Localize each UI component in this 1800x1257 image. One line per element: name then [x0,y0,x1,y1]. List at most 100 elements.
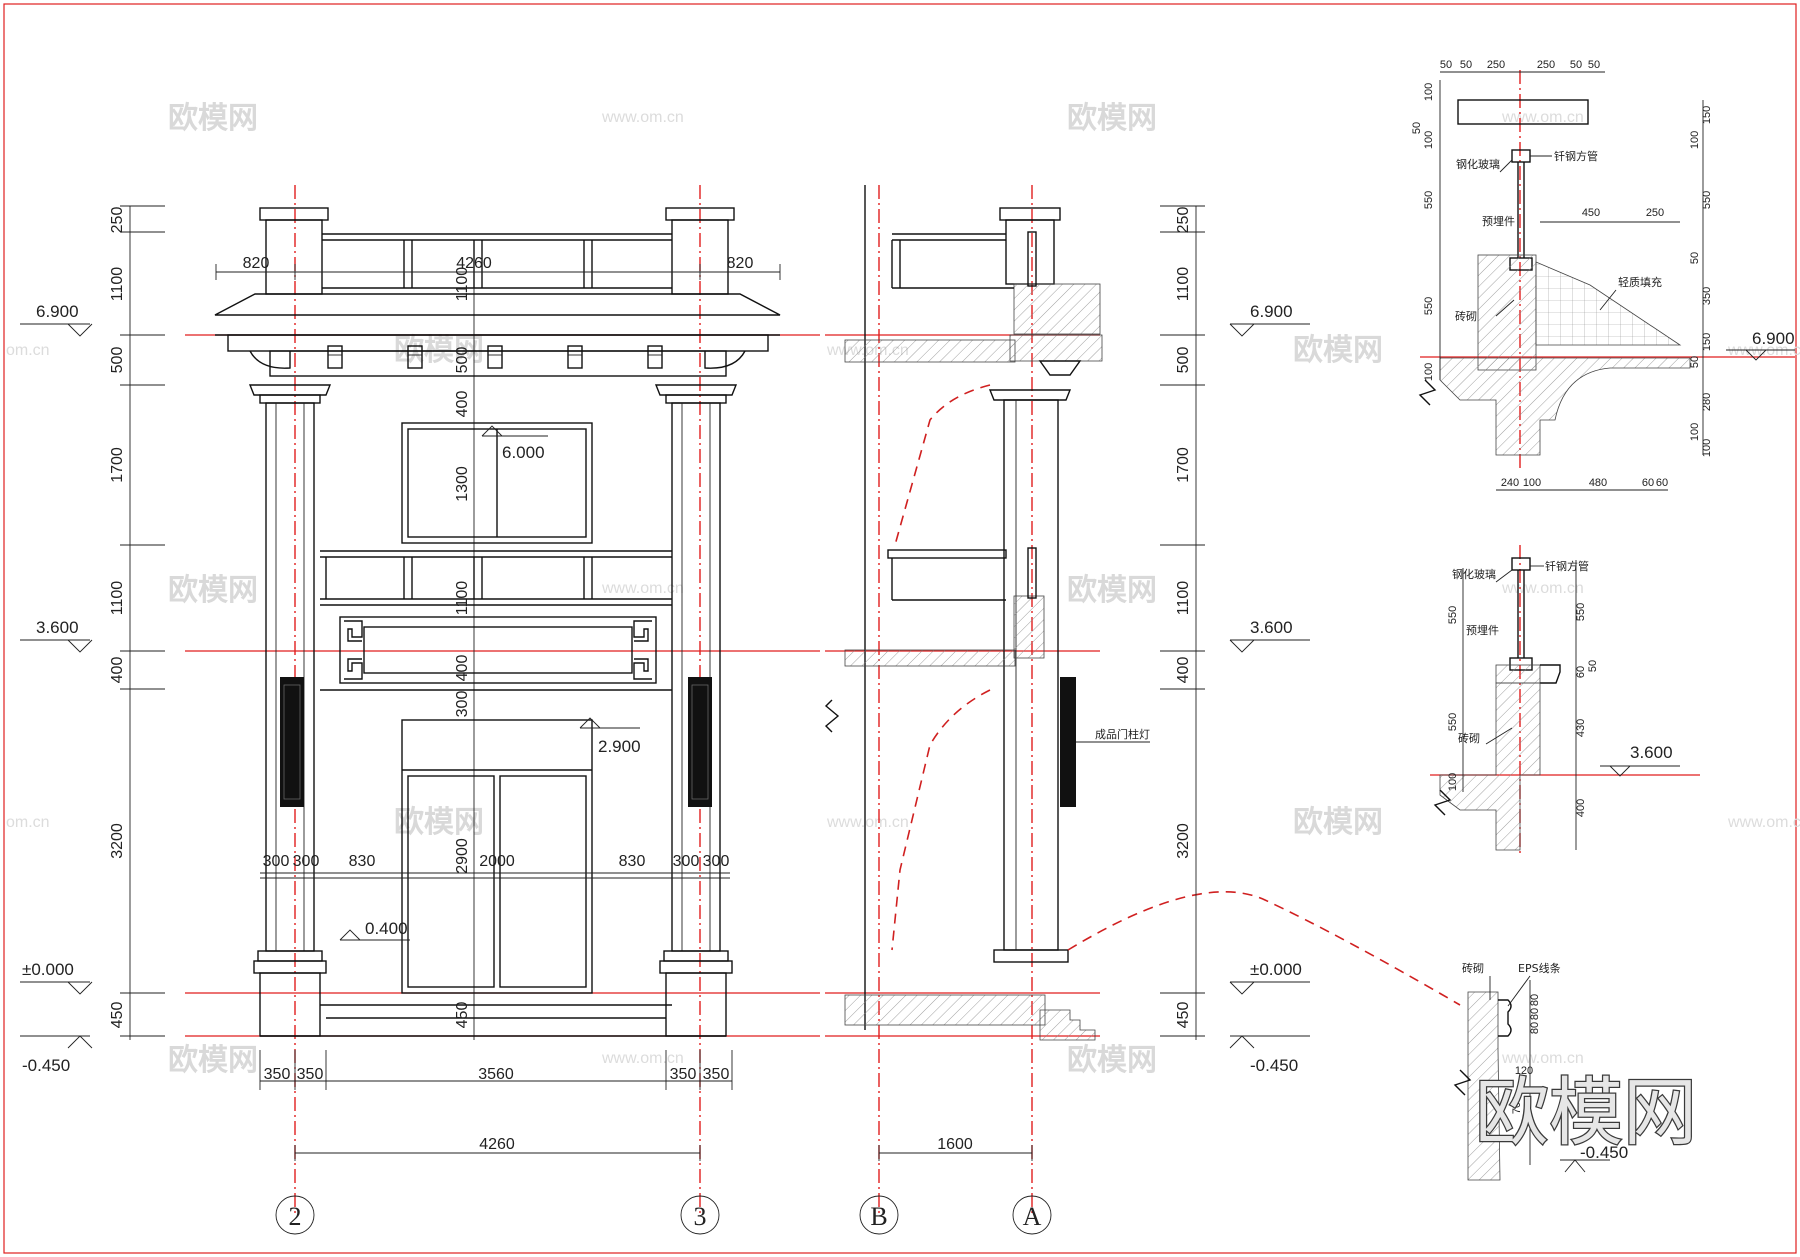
svg-text:钢化玻璃: 钢化玻璃 [1456,157,1500,171]
svg-text:100: 100 [1701,439,1713,457]
svg-text:EPS线条: EPS线条 [1518,961,1561,975]
svg-text:3.600: 3.600 [36,618,79,637]
svg-text:280: 280 [1701,393,1713,411]
watermark-logo: 欧模网 [168,573,258,608]
svg-text:400: 400 [454,391,471,418]
svg-text:1100: 1100 [109,581,126,616]
svg-text:3200: 3200 [109,823,126,859]
svg-text:预埋件: 预埋件 [1466,624,1499,637]
svg-text:60: 60 [1656,477,1668,489]
dentils [327,345,663,369]
svg-text:450: 450 [1582,207,1600,219]
svg-text:80: 80 [1529,1008,1541,1020]
svg-text:550: 550 [1447,606,1459,624]
svg-text:830: 830 [619,853,646,870]
svg-text:50: 50 [1440,59,1452,71]
watermark-logo: 欧模网 [168,1043,258,1078]
svg-text:300: 300 [454,691,471,718]
watermark-site: www.om.cn [826,814,909,831]
svg-text:430: 430 [1575,719,1587,737]
svg-text:500: 500 [109,347,126,374]
watermark-site: www.om.cn [1501,580,1584,597]
svg-text:250: 250 [1646,207,1664,219]
svg-text:4260: 4260 [456,255,492,272]
watermark-site: www.om.cn [1727,814,1800,831]
svg-text:480: 480 [1589,477,1607,489]
svg-text:100: 100 [1423,83,1435,101]
svg-text:2: 2 [289,1202,302,1231]
dim-chain-section: 250 1100 500 1700 1100 400 3200 450 [1160,205,1205,1040]
svg-text:830: 830 [349,853,376,870]
svg-text:成品门柱灯: 成品门柱灯 [1095,727,1150,741]
svg-text:500: 500 [1175,347,1192,374]
svg-text:钢化玻璃: 钢化玻璃 [1452,567,1496,581]
watermark-site: www.om.cn [601,1050,684,1067]
watermark-logo-large: 欧模网 [1475,1070,1697,1156]
right-column [654,384,738,1037]
svg-text:6.000: 6.000 [502,443,545,462]
svg-text:300: 300 [673,853,700,870]
svg-text:300: 300 [703,853,730,870]
dim-top: 820 4260 820 [215,255,781,280]
svg-text:400: 400 [454,655,471,682]
svg-text:100: 100 [1523,477,1541,489]
svg-text:50: 50 [1689,252,1701,264]
detail-mid: 550 550 100 550 50 60 430 400 3.600 钢化玻璃… [1430,545,1700,855]
svg-text:80: 80 [1529,1022,1541,1034]
svg-text:1100: 1100 [1175,267,1192,302]
svg-text:250: 250 [1487,59,1505,71]
svg-text:50: 50 [1570,59,1582,71]
watermark-site: www.om.cn [1501,109,1584,126]
svg-text:6.900: 6.900 [1250,302,1293,321]
svg-text:轻质填充: 轻质填充 [1618,275,1662,289]
svg-text:3.600: 3.600 [1250,618,1293,637]
svg-text:3.600: 3.600 [1630,743,1673,762]
front-elevation: 6.900 3.600 ±0.000 -0.450 250 1100 5 [20,185,820,1235]
watermark-logo: 欧模网 [1293,333,1383,368]
watermark-site: www.om.cn [1501,1050,1584,1067]
svg-text:300: 300 [293,853,320,870]
level-marks-section: 6.900 3.600 ±0.000 -0.450 [1229,302,1310,1075]
svg-text:4260: 4260 [479,1136,515,1153]
svg-text:1600: 1600 [937,1136,973,1153]
svg-text:60: 60 [1642,477,1654,489]
watermark-site: www.om.cn [1727,342,1800,359]
svg-text:350: 350 [1701,287,1713,305]
svg-text:钎钢方管: 钎钢方管 [1554,149,1598,163]
svg-text:550: 550 [1447,713,1459,731]
axis-bubbles: 2 3 [275,1195,720,1235]
svg-text:50: 50 [1588,59,1600,71]
svg-text:350: 350 [264,1066,291,1083]
svg-text:-0.450: -0.450 [1250,1056,1298,1075]
svg-text:100: 100 [1447,773,1459,791]
svg-text:100: 100 [1689,423,1701,441]
svg-text:820: 820 [727,255,754,272]
svg-text:400: 400 [1575,799,1587,817]
svg-text:350: 350 [297,1066,324,1083]
svg-text:3560: 3560 [478,1066,514,1083]
svg-text:550: 550 [1423,297,1435,315]
svg-text:-0.450: -0.450 [1580,1143,1628,1162]
svg-text:预埋件: 预埋件 [1482,215,1515,228]
svg-text:150: 150 [1701,106,1713,124]
svg-text:150: 150 [1701,333,1713,351]
svg-text:450: 450 [454,1002,471,1029]
svg-text:1100: 1100 [454,267,471,302]
dim-bottom: 350 350 3560 350 350 4260 [259,1050,733,1161]
svg-text:砖砌: 砖砌 [1458,731,1480,745]
svg-text:2000: 2000 [479,853,515,870]
svg-text:1100: 1100 [109,267,126,302]
svg-text:820: 820 [243,255,270,272]
side-section: 成品门柱灯 6.900 3.600 ±0.000 -0.450 [824,185,1461,1235]
watermark-logo: 欧模网 [168,101,258,136]
watermark-logo: 欧模网 [394,805,484,840]
svg-text:3: 3 [694,1202,707,1231]
svg-text:2.900: 2.900 [598,737,641,756]
svg-text:120: 120 [1515,1065,1533,1077]
watermark-site: www.om.cn [601,109,684,126]
svg-text:0.400: 0.400 [365,919,408,938]
svg-text:50: 50 [1411,122,1423,134]
watermark-site: www.om.cn [601,580,684,597]
watermark-site: om.cn [6,814,50,831]
